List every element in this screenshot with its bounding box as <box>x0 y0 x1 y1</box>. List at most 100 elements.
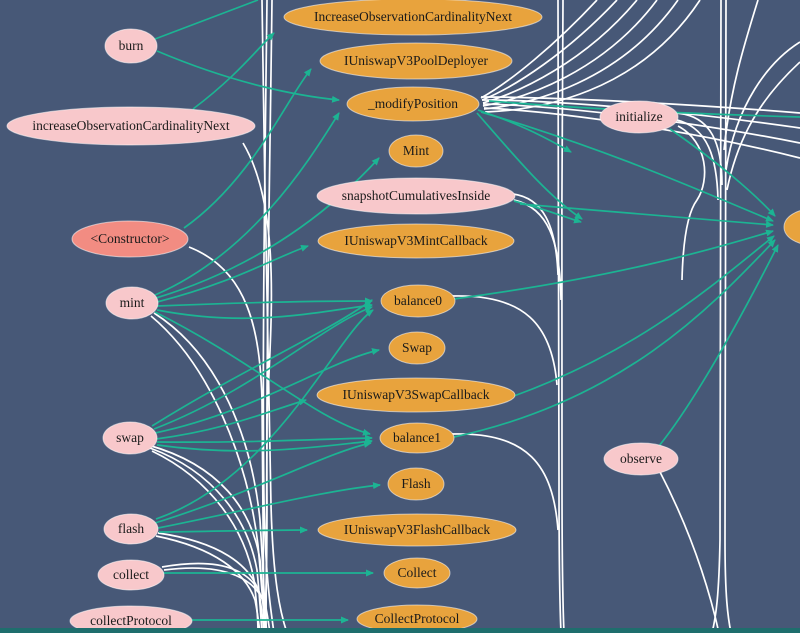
node-label-burn: burn <box>119 38 144 53</box>
node-IUniswapV3MintCallback: IUniswapV3MintCallback <box>317 223 515 259</box>
node-label-balance0: balance0 <box>394 293 442 308</box>
node-label-swap: swap <box>116 430 144 445</box>
call-edge <box>154 441 372 524</box>
node-ellipse-swap <box>102 421 158 455</box>
node-label-snapshotCumulativesInside: snapshotCumulativesInside <box>342 188 491 203</box>
node-IUniswapV3SwapCallback: IUniswapV3SwapCallback <box>316 377 516 413</box>
node-ellipse-Mint <box>388 134 444 168</box>
node-snapshotCumulativesInside: snapshotCumulativesInside <box>316 177 516 215</box>
node-ellipse-constructor <box>71 220 189 258</box>
node-label-observe: observe <box>620 451 662 466</box>
call-edge <box>155 309 374 520</box>
node-layer: burn increaseObservationCardinalityNext <C… <box>6 0 800 633</box>
node-label-_modifyPosition: _modifyPosition <box>367 96 458 111</box>
node-offscreen-right <box>783 210 800 244</box>
node-IncreaseObservationCardinalityNext: IncreaseObservationCardinalityNext <box>283 0 543 36</box>
edge <box>163 567 271 633</box>
node-collectProtocol: collectProtocol <box>69 605 193 633</box>
call-edge <box>519 203 774 228</box>
node-label-Collect: Collect <box>398 565 437 580</box>
node-ellipse-IUniswapV3PoolDeployer <box>319 42 513 80</box>
node-burn: burn <box>104 28 158 64</box>
edge <box>658 469 720 633</box>
node-ellipse-Swap <box>388 331 446 365</box>
node-ellipse-_modifyPosition <box>346 86 480 122</box>
call-edge <box>156 50 340 103</box>
edge <box>723 0 759 151</box>
edge <box>480 0 598 99</box>
node-ellipse-observe <box>603 442 679 476</box>
node-ellipse-initialize <box>599 100 679 134</box>
edge <box>451 295 558 386</box>
node-label-collect: collect <box>113 567 149 582</box>
node-IUniswapV3FlashCallback: IUniswapV3FlashCallback <box>317 513 517 547</box>
node-flash: flash <box>103 513 159 545</box>
node-ellipse-collectProtocol <box>69 605 193 633</box>
call-edge <box>192 32 275 110</box>
node-label-IUniswapV3FlashCallback: IUniswapV3FlashCallback <box>344 522 490 537</box>
node-label-balance1: balance1 <box>393 430 441 445</box>
node-ellipse-balance1 <box>379 422 455 454</box>
edge <box>484 0 701 113</box>
node-ellipse-mint <box>105 286 159 320</box>
node-collect: collect <box>97 559 165 591</box>
call-edge <box>156 245 309 303</box>
call-edge <box>155 398 307 440</box>
node-label-constructor: <Constructor> <box>91 231 170 246</box>
edge <box>512 193 559 276</box>
node-increaseObservationCardinalityNext: increaseObservationCardinalityNext <box>6 106 256 146</box>
call-edge <box>151 299 373 427</box>
edge-layer <box>147 0 800 633</box>
edge <box>481 0 618 101</box>
node-ellipse-IUniswapV3MintCallback <box>317 223 515 259</box>
node-CollectProtocol: CollectProtocol <box>356 604 478 633</box>
call-edge <box>157 482 381 529</box>
node-Flash: Flash <box>387 467 445 501</box>
node-balance1: balance1 <box>379 422 455 454</box>
edge <box>483 0 679 110</box>
node-label-initialize: initialize <box>615 109 662 124</box>
edge <box>677 125 706 281</box>
node-Swap: Swap <box>388 331 446 365</box>
node-label-flash: flash <box>118 521 144 536</box>
node-ellipse-Flash <box>387 467 445 501</box>
node-ellipse-balance0 <box>380 284 456 318</box>
edge <box>711 0 722 633</box>
node-Mint: Mint <box>388 134 444 168</box>
node-ellipse-increaseObservationCardinalityNext <box>6 106 256 146</box>
edge <box>513 199 562 301</box>
edge <box>676 119 719 201</box>
node-ellipse-flash <box>103 513 159 545</box>
node-label-IUniswapV3SwapCallback: IUniswapV3SwapCallback <box>343 387 490 402</box>
node-Collect: Collect <box>383 557 451 589</box>
call-edge <box>669 128 776 217</box>
edge <box>482 0 638 104</box>
edge <box>725 41 800 171</box>
node-ellipse-offscreen-right <box>783 210 800 244</box>
node-ellipse-snapshotCumulativesInside <box>316 177 516 215</box>
node-label-increaseObservationCardinalityNext: increaseObservationCardinalityNext <box>32 118 229 133</box>
node-balance0: balance0 <box>380 284 456 318</box>
call-edge <box>156 434 373 444</box>
edge <box>151 450 259 633</box>
edge <box>557 0 562 633</box>
call-edge <box>476 112 583 220</box>
call-edge <box>480 111 774 222</box>
call-edge <box>155 157 380 299</box>
node-label-IncreaseObservationCardinalityNext: IncreaseObservationCardinalityNext <box>314 9 512 24</box>
call-edge <box>453 239 776 438</box>
node-label-CollectProtocol: CollectProtocol <box>375 611 460 626</box>
node-constructor: <Constructor> <box>71 220 189 258</box>
node-ellipse-CollectProtocol <box>356 604 478 633</box>
call-edge <box>154 0 259 40</box>
call-edge <box>453 229 774 300</box>
node-ellipse-burn <box>104 28 158 64</box>
node-observe: observe <box>603 442 679 476</box>
call-edge <box>156 297 373 307</box>
node-IUniswapV3PoolDeployer: IUniswapV3PoolDeployer <box>319 42 513 80</box>
node-ellipse-IncreaseObservationCardinalityNext <box>283 0 543 36</box>
node-initialize: initialize <box>599 100 679 134</box>
edge <box>155 535 261 633</box>
node-label-Swap: Swap <box>402 340 432 355</box>
